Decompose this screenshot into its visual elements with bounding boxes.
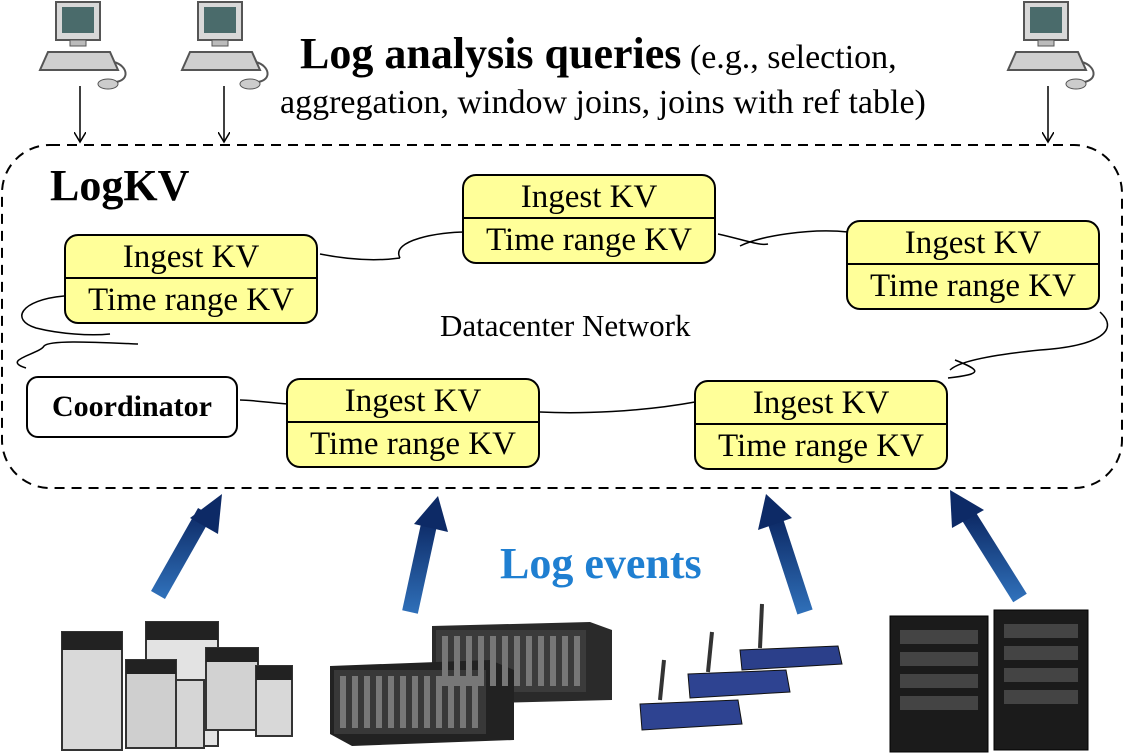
log-events-label: Log events — [500, 539, 702, 588]
kv-node: Ingest KV Time range KV — [286, 378, 540, 468]
logkv-boundary — [1, 144, 1123, 489]
queries-title: Log analysis queries (e.g., selection, — [300, 28, 897, 79]
time-range-kv-label: Time range KV — [870, 268, 1076, 304]
ingest-kv-label: Ingest KV — [696, 382, 946, 425]
computer-icon — [180, 1, 269, 90]
tower-servers-icon — [889, 609, 1089, 753]
queries-title-main: Log analysis queries — [300, 29, 682, 78]
coordinator-box: Coordinator — [26, 376, 238, 438]
kv-node: Ingest KV Time range KV — [462, 174, 716, 264]
time-range-kv-label: Time range KV — [486, 222, 692, 258]
log-event-arrow — [151, 494, 222, 599]
ingest-kv-label: Ingest KV — [66, 236, 316, 279]
ingest-kv-label: Ingest KV — [288, 380, 538, 423]
log-event-arrow — [402, 496, 448, 614]
computer-icon — [38, 1, 127, 90]
queries-title-sub: (e.g., selection, — [681, 39, 897, 76]
time-range-kv-label: Time range KV — [88, 282, 294, 318]
log-event-arrow — [950, 490, 1027, 603]
kv-node: Ingest KV Time range KV — [846, 220, 1100, 310]
desktop-computers-icon — [61, 621, 293, 751]
computer-icon — [1006, 1, 1095, 90]
kv-node: Ingest KV Time range KV — [694, 380, 948, 470]
logkv-label: LogKV — [50, 161, 190, 210]
time-range-kv-label: Time range KV — [718, 428, 924, 464]
log-event-arrow — [758, 494, 813, 615]
ingest-kv-label: Ingest KV — [848, 222, 1098, 265]
wireless-routers-icon — [639, 603, 843, 731]
ingest-kv-label: Ingest KV — [464, 176, 714, 219]
time-range-kv-label: Time range KV — [310, 426, 516, 462]
network-ring — [16, 230, 1109, 414]
kv-node: Ingest KV Time range KV — [64, 234, 318, 324]
blade-servers-icon — [330, 622, 612, 746]
datacenter-network-label: Datacenter Network — [440, 308, 691, 343]
queries-title-line2: aggregation, window joins, joins with re… — [280, 84, 926, 121]
